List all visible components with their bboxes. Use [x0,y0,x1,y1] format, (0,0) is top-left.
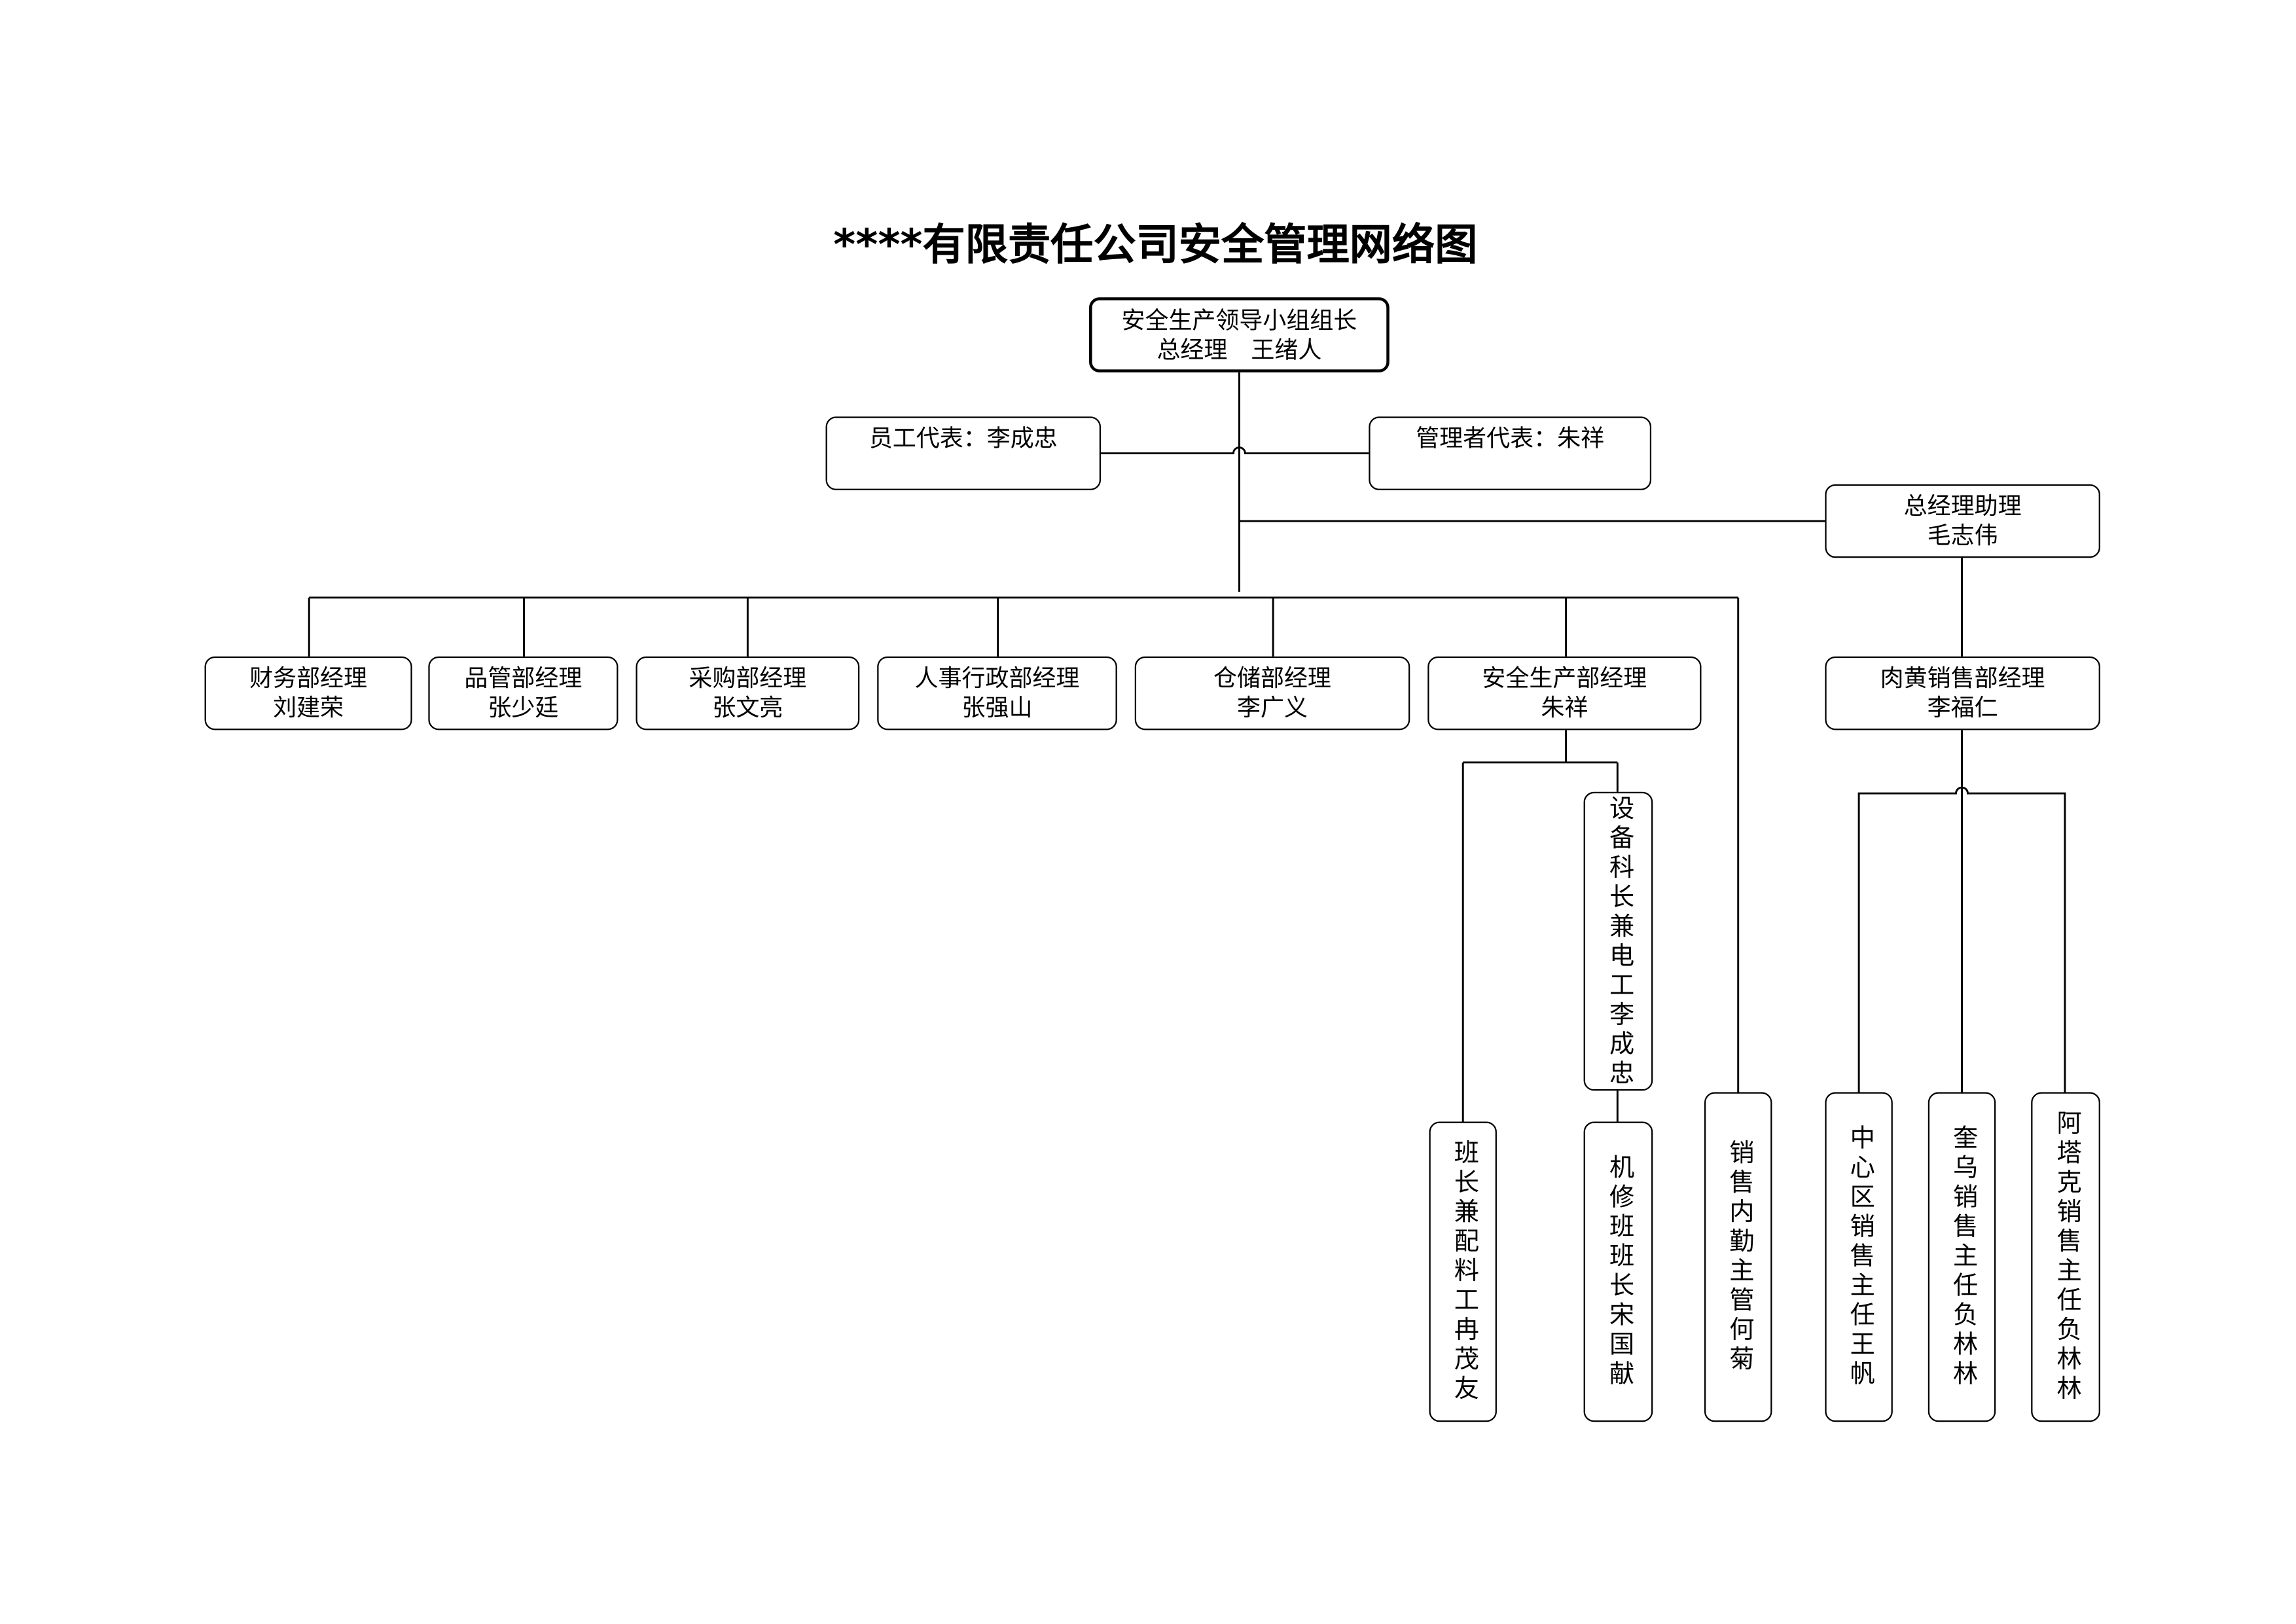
page-title: ****有限责任公司安全管理网络图 [833,219,1478,270]
staff-label: 中心区销售主任王帆 [1844,1125,1874,1390]
leader-box: 安全生产领导小组组长 总经理 王绪人 [1089,297,1390,372]
manager-rep-label: 管理者代表：朱祥 [1416,424,1605,452]
dept-manager: 张文亮 [712,693,783,721]
staff-team-leader: 班长兼配料工冉茂友 [1429,1121,1497,1422]
dept-title: 财务部经理 [249,664,368,692]
connector-depts [308,597,1740,1092]
employee-rep-box: 员工代表：李成忠 [825,416,1102,490]
dept-manager: 刘建荣 [273,693,344,721]
staff-label: 销售内勤主管何菊 [1723,1139,1753,1375]
staff-center-sales: 中心区销售主任王帆 [1825,1092,1893,1422]
dept-manager: 朱祥 [1541,693,1588,721]
connector-reps [1101,446,1369,455]
staff-label: 机修班班长宋国献 [1603,1153,1633,1390]
staff-label: 阿塔克销售主任负林林 [2051,1110,2081,1405]
staff-label: 班长兼配料工冉茂友 [1448,1139,1478,1405]
manager-rep-box: 管理者代表：朱祥 [1369,416,1652,490]
dept-manager: 李福仁 [1927,693,1998,721]
assistant-title: 总经理助理 [1903,492,2022,520]
dept-title: 安全生产部经理 [1482,664,1647,692]
dept-finance: 财务部经理刘建荣 [204,656,412,731]
dept-quality: 品管部经理张少廷 [428,656,619,731]
dept-title: 肉黄销售部经理 [1880,664,2045,692]
connector-sales-staff [1857,730,2066,1092]
assistant-name: 毛志伟 [1927,521,1998,549]
dept-title: 采购部经理 [689,664,807,692]
dept-warehouse: 仓储部经理李广义 [1134,656,1410,731]
leader-name: 总经理 王绪人 [1157,334,1322,363]
staff-repair: 机修班班长宋国献 [1583,1121,1653,1422]
staff-label: 奎乌销售主任负林林 [1947,1125,1977,1390]
staff-label: 设备科长兼电工李成忠 [1603,794,1633,1089]
connector-safety-staff [1462,730,1619,1122]
staff-equipment: 设备科长兼电工李成忠 [1583,791,1653,1091]
dept-title: 仓储部经理 [1213,664,1331,692]
dept-title: 品管部经理 [464,664,583,692]
leader-title: 安全生产领导小组组长 [1121,305,1357,334]
dept-manager: 张少廷 [488,693,559,721]
dept-sales: 肉黄销售部经理李福仁 [1825,656,2100,731]
staff-atake-sales: 阿塔克销售主任负林林 [2031,1092,2100,1422]
dept-manager: 李广义 [1236,693,1308,721]
dept-title: 人事行政部经理 [914,664,1080,692]
assistant-box: 总经理助理 毛志伟 [1825,484,2100,558]
dept-safety: 安全生产部经理朱祥 [1427,656,1702,731]
employee-rep-label: 员工代表：李成忠 [869,424,1058,452]
staff-sales-internal: 销售内勤主管何菊 [1704,1092,1772,1422]
dept-purchasing: 采购部经理张文亮 [636,656,860,731]
staff-kuiwu-sales: 奎乌销售主任负林林 [1928,1092,1996,1422]
dept-manager: 张强山 [961,693,1033,721]
dept-hr-admin: 人事行政部经理张强山 [877,656,1117,731]
